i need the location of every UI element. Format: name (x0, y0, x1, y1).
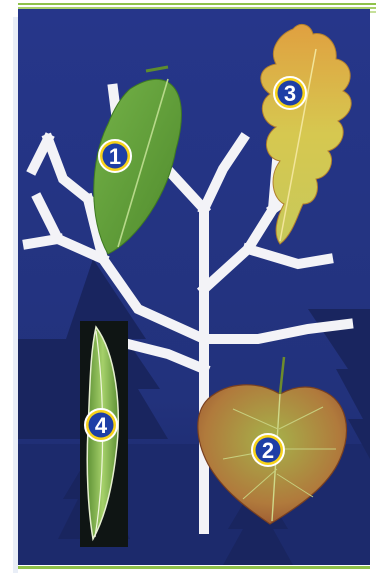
svg-text:1: 1 (109, 144, 121, 169)
leaves-illustration: 1 3 4 2 (18, 9, 370, 565)
svg-text:3: 3 (284, 81, 296, 106)
svg-text:4: 4 (95, 413, 108, 438)
badge-4: 4 (85, 409, 117, 441)
badge-1: 1 (99, 140, 131, 172)
left-page-margin (0, 0, 18, 573)
bottom-rule (18, 566, 370, 569)
badge-2: 2 (252, 434, 284, 466)
badge-3: 3 (274, 77, 306, 109)
svg-text:2: 2 (262, 438, 274, 463)
